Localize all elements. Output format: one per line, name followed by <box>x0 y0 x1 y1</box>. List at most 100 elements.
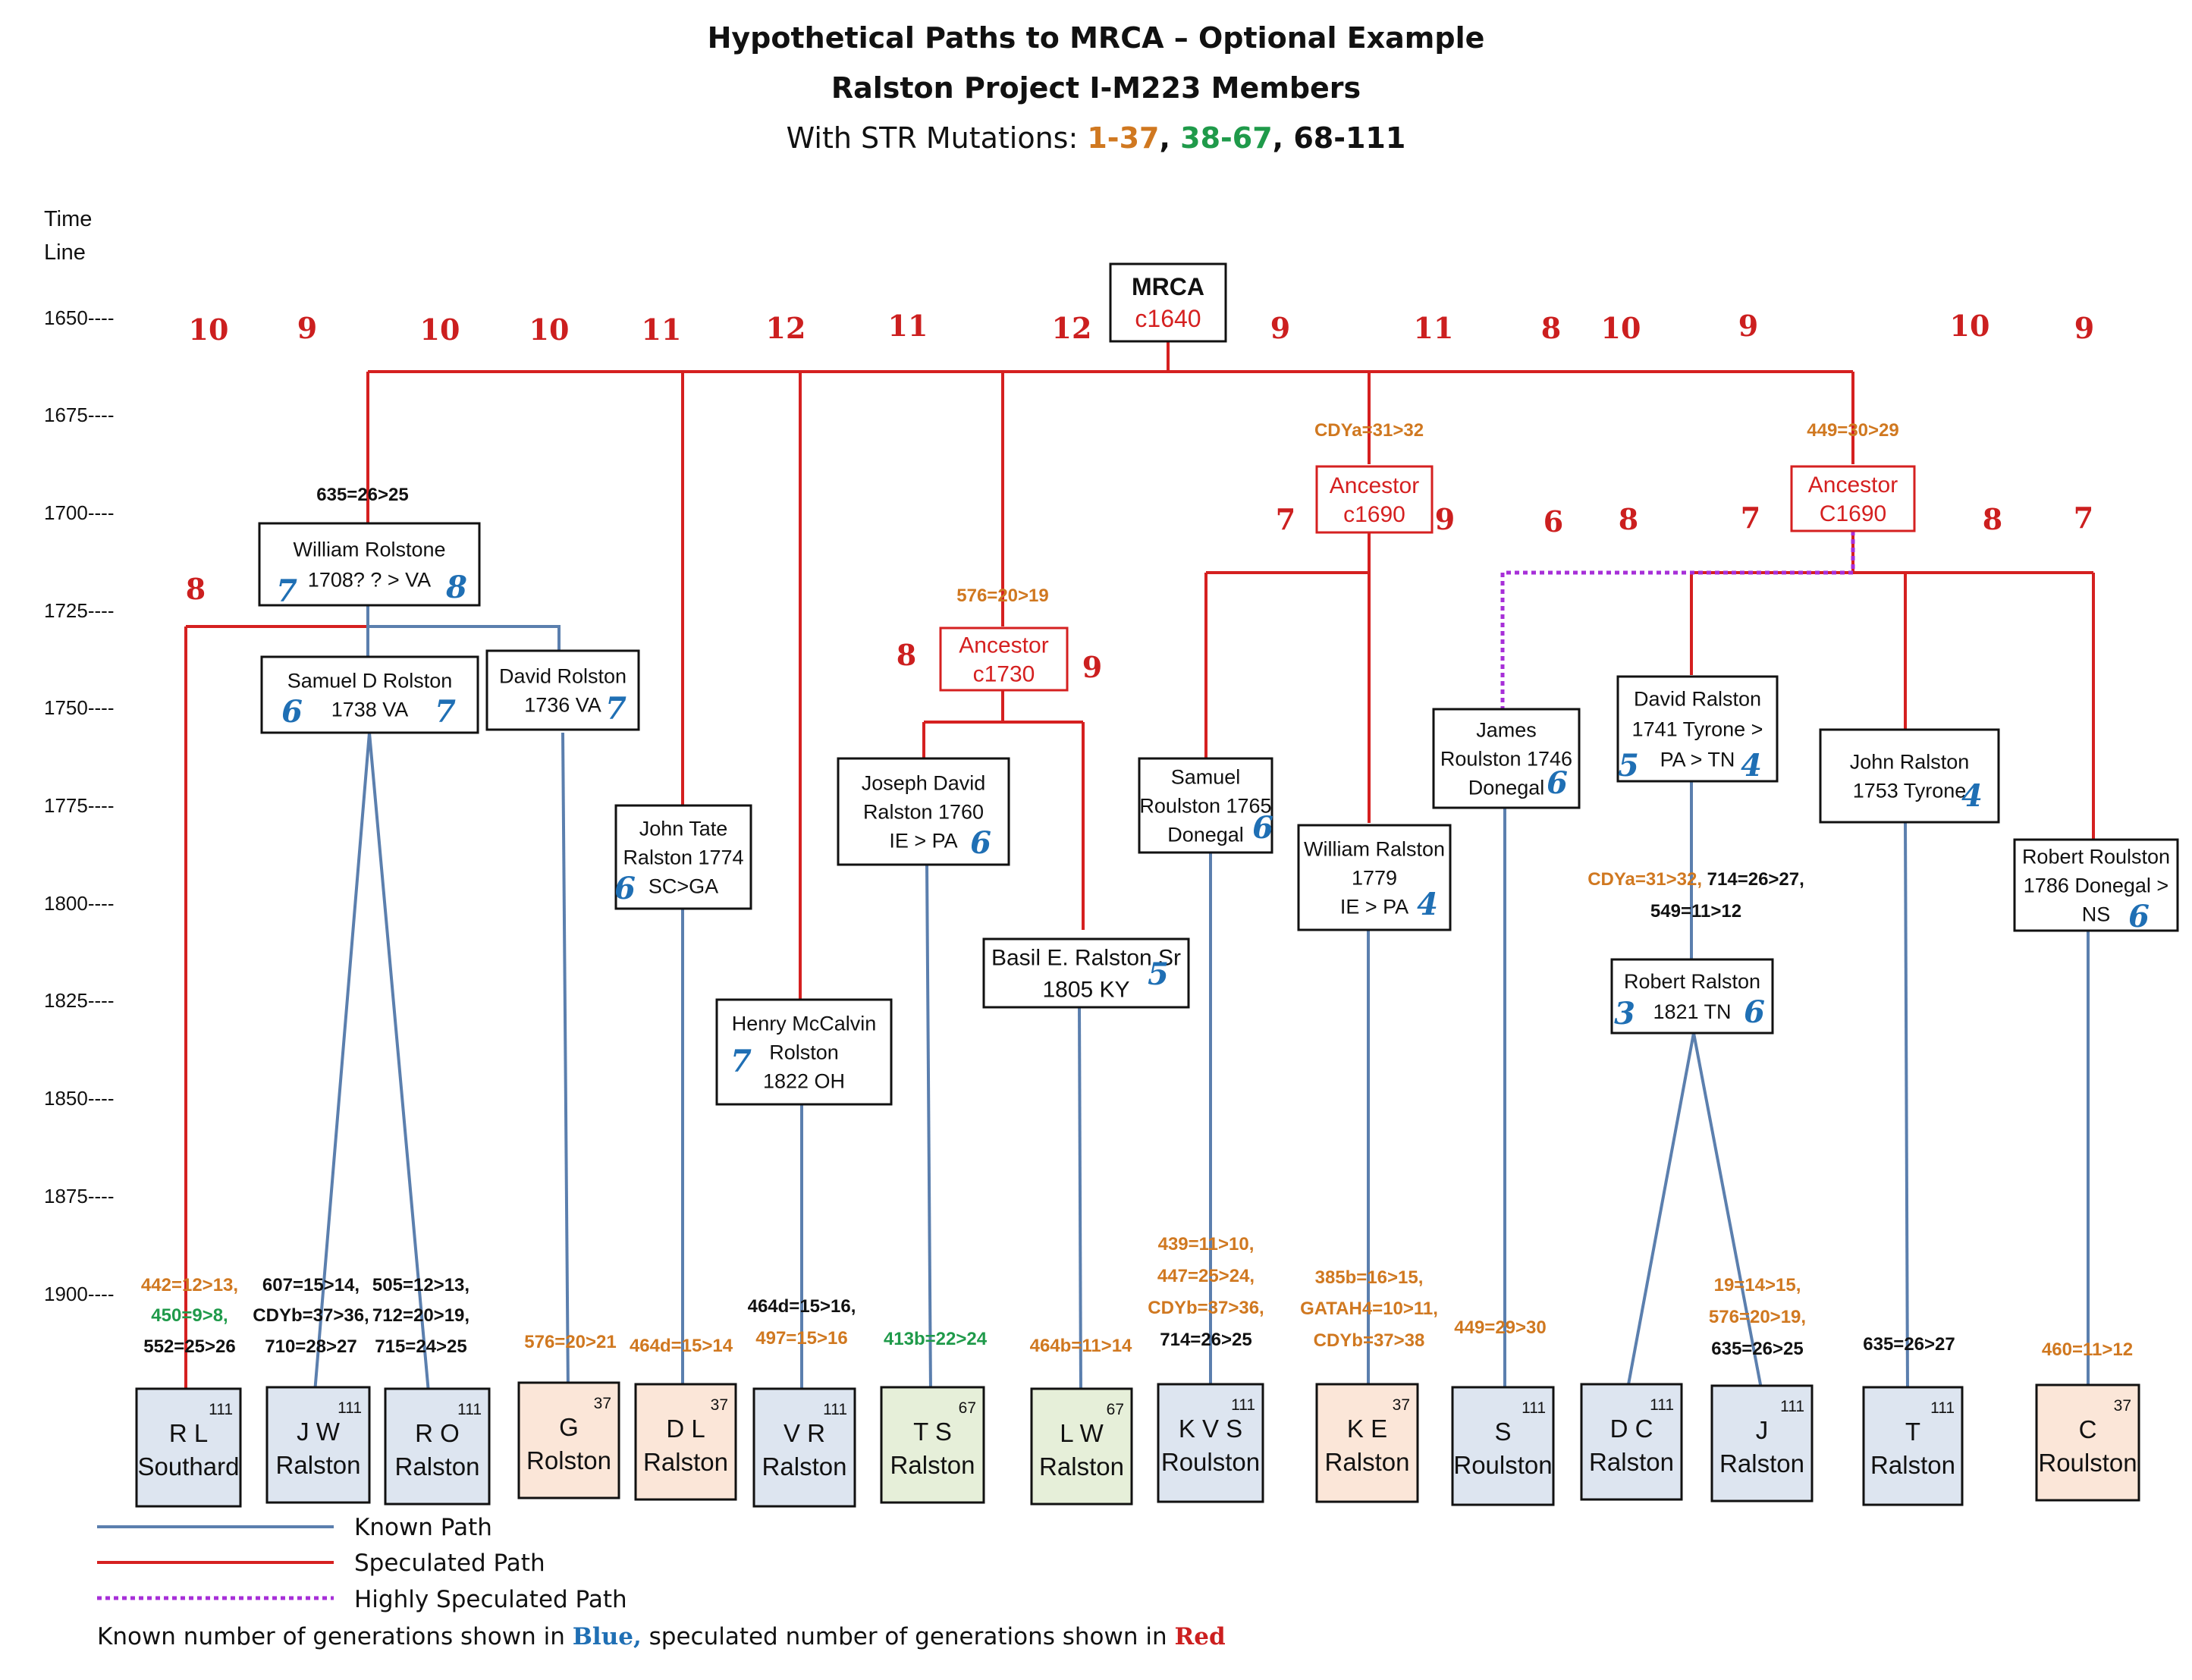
mutation-part: 576=20>21 <box>524 1332 616 1352</box>
node-label-line: NS <box>2082 903 2111 925</box>
mutation-label: CDYb=37>36, <box>253 1305 369 1326</box>
speculated-generation-count: 12 <box>766 311 806 345</box>
member-label-line: R O <box>415 1419 460 1447</box>
mutation-part: 449=30>29 <box>1807 420 1898 441</box>
member-marker-count: 111 <box>338 1399 362 1417</box>
title-line-3: With STR Mutations: 1-37, 38-67, 68-111 <box>0 121 2192 155</box>
member-marker-count: 37 <box>1393 1396 1410 1414</box>
mutation-part: 19=14>15, <box>1714 1275 1801 1295</box>
member-box <box>880 1386 985 1504</box>
legend-note-blue: Blue, <box>573 1623 642 1650</box>
member-box <box>1315 1383 1419 1503</box>
member-label-line: J W <box>297 1418 341 1446</box>
known-path-line <box>368 732 430 1393</box>
member-marker-count: 111 <box>1231 1396 1255 1414</box>
mutation-label: CDYb=37>38 <box>1314 1330 1425 1351</box>
speculated-generation-count: 9 <box>297 311 317 345</box>
mutation-part: 447=25>24, <box>1157 1266 1255 1286</box>
member-label-line: Ralston <box>890 1451 975 1479</box>
member-label-line: Ralston <box>1870 1451 1955 1479</box>
mutation-part: CDYa=31>32, <box>1587 869 1707 890</box>
mutation-label: 635=26>25 <box>1711 1339 1803 1359</box>
mutation-label: 449=29>30 <box>1454 1317 1546 1338</box>
node-label-line: 1786 Donegal > <box>2024 874 2168 897</box>
title-line-2: Ralston Project I-M223 Members <box>831 71 1361 105</box>
mutation-part: 710=28>27 <box>265 1336 356 1357</box>
mutation-part: 576=20>19, <box>1709 1307 1806 1327</box>
speculated-generation-count: 12 <box>1052 311 1092 345</box>
node-label-line: 1753 Tyrone <box>1853 779 1967 802</box>
member-box <box>517 1381 620 1499</box>
node-label-line: c1640 <box>1135 305 1201 332</box>
title-line-1: Hypothetical Paths to MRCA – Optional Ex… <box>707 21 1485 55</box>
mutation-label: 464d=15>14 <box>630 1336 733 1356</box>
known-path-line <box>925 864 932 1393</box>
member-box <box>1580 1383 1683 1501</box>
speculated-generation-count: 9 <box>1270 311 1290 345</box>
member-box <box>634 1383 737 1501</box>
member-label-line: S <box>1494 1418 1511 1446</box>
mutation-part: 552=25>26 <box>143 1336 235 1357</box>
node-label-line: Henry McCalvin <box>732 1012 877 1035</box>
mutation-label: 714=26>25 <box>1160 1330 1251 1350</box>
node-label-line: 1736 VA <box>524 693 601 716</box>
known-path-line <box>313 732 371 1393</box>
member-marker-count: 37 <box>594 1395 611 1412</box>
member-marker-count: 37 <box>2114 1397 2131 1415</box>
mutation-part: 464b=11>14 <box>1030 1336 1132 1356</box>
known-generation-count: 6 <box>1252 810 1273 846</box>
member-label-line: Ralston <box>762 1452 847 1481</box>
mutation-label: 439=11>10, <box>1158 1234 1255 1255</box>
node-label-line: 1822 OH <box>763 1069 845 1092</box>
speculated-generation-count: 6 <box>1544 504 1563 539</box>
node-box <box>1790 465 1916 532</box>
node-label-line: John Tate <box>639 817 728 840</box>
speculated-generation-count: 11 <box>1414 311 1454 345</box>
mutation-label: 710=28>27 <box>265 1336 356 1357</box>
member-label-line: V R <box>784 1419 825 1447</box>
timeline-tick: 1775---- <box>44 794 114 817</box>
mutation-label: 552=25>26 <box>143 1336 235 1357</box>
node-box <box>260 655 479 734</box>
speculated-generation-count: 8 <box>1619 502 1638 536</box>
member-label-line: Roulston <box>1453 1451 1552 1479</box>
node-label-line: Ralston 1760 <box>863 800 984 823</box>
speculated-generation-count: 7 <box>1276 502 1295 536</box>
mutation-part: 450=9>8, <box>151 1305 228 1326</box>
member-box <box>752 1387 856 1508</box>
node-box <box>485 649 640 731</box>
member-label-line: Ralston <box>395 1452 480 1481</box>
legend-note-text: Known number of generations shown in <box>97 1623 573 1650</box>
node-label-line: Joseph David <box>862 771 986 794</box>
member-marker-count: 111 <box>209 1401 233 1418</box>
mutation-label: 385b=16>15, <box>1315 1267 1424 1288</box>
mutation-label: 460=11>12 <box>2042 1339 2133 1360</box>
known-path-line <box>366 605 561 651</box>
timeline-tick: 1675---- <box>44 404 114 426</box>
mutation-part: 635=26>27 <box>1863 1334 1955 1355</box>
known-generation-count: 6 <box>281 694 303 730</box>
mutation-part: 715=24>25 <box>375 1336 466 1357</box>
known-path-line <box>1078 1006 1082 1393</box>
known-generation-count: 7 <box>730 1044 752 1079</box>
timeline-tick: 1825---- <box>44 989 114 1012</box>
member-marker-count: 111 <box>1650 1396 1674 1414</box>
known-generation-count: 6 <box>1547 765 1568 801</box>
mutation-label: 635=26>27 <box>1863 1334 1955 1355</box>
mutation-label: 464d=15>16, <box>748 1296 856 1317</box>
speculated-generation-count: 8 <box>1983 502 2002 536</box>
timeline-tick: 1725---- <box>44 599 114 622</box>
member-label-line: J <box>1756 1416 1769 1444</box>
